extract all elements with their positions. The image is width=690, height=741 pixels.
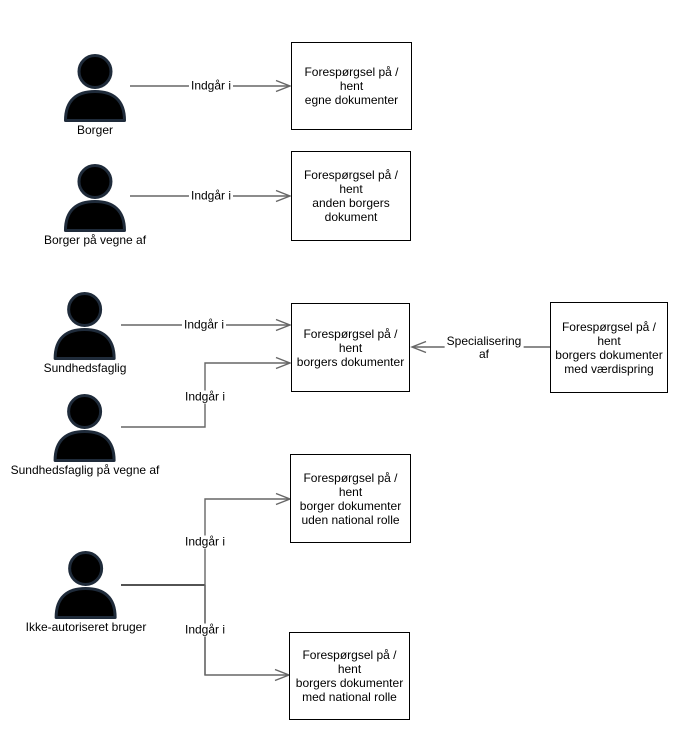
- edge-label-indgaar-i-5: Indgår i: [182, 534, 228, 549]
- edge-label-indgaar-i-6: Indgår i: [182, 622, 228, 637]
- usecase-box-uden-national-rolle[interactable]: Forespørgsel på / hent borger dokumenter…: [290, 454, 411, 543]
- usecase-box-borgers-dokumenter[interactable]: Forespørgsel på / hent borgers dokumente…: [291, 303, 410, 392]
- arrowhead-right-icon: [275, 356, 292, 370]
- edge-label-indgaar-i-1: Indgår i: [188, 78, 234, 93]
- actor-label: Sundhedsfaglig: [43, 361, 127, 375]
- person-icon: [53, 394, 116, 462]
- usecase-box-med-national-rolle[interactable]: Forespørgsel på / hent borgers dokumente…: [289, 632, 410, 720]
- edge-label-indgaar-i-2: Indgår i: [188, 188, 234, 203]
- actor-label: Ikke-autoriseret bruger: [25, 620, 147, 634]
- usecase-label: Forespørgsel på / hent borgers dokumente…: [296, 326, 405, 369]
- edge-ikke-autoriseret-uden[interactable]: [204, 498, 289, 675]
- actor-borger-paa-vegne-af[interactable]: Borger på vegne af: [44, 162, 146, 247]
- arrowhead-left-icon: [410, 340, 427, 354]
- actor-sundhedsfaglig[interactable]: Sundhedsfaglig: [43, 290, 127, 375]
- person-icon: [54, 551, 117, 619]
- actor-label: Borger på vegne af: [43, 233, 147, 247]
- usecase-label: Forespørgsel på / hent egne dokumenter: [304, 65, 399, 107]
- person-icon: [53, 292, 116, 360]
- edge-label-specialisering-af: Specialisering af: [444, 334, 524, 361]
- person-icon: [63, 164, 126, 232]
- usecase-label: Forespørgsel på / hent borgers dokumente…: [295, 648, 404, 704]
- usecase-label: Forespørgsel på / hent borger dokumenter…: [299, 470, 402, 527]
- usecase-box-egne-dokumenter[interactable]: Forespørgsel på / hent egne dokumenter: [291, 42, 412, 130]
- usecase-label: Forespørgsel på / hent borgers dokumente…: [555, 319, 663, 376]
- actor-sundhedsfaglig-paa-vegne-af[interactable]: Sundhedsfaglig på vegne af: [10, 392, 160, 477]
- arrowhead-right-icon: [275, 189, 292, 203]
- arrowhead-right-icon: [275, 318, 292, 332]
- actor-ikke-autoriseret-bruger[interactable]: Ikke-autoriseret bruger: [25, 549, 147, 634]
- usecase-box-med-vaerdispring[interactable]: Forespørgsel på / hent borgers dokumente…: [550, 302, 668, 393]
- person-icon: [64, 54, 126, 122]
- actor-label: Borger: [76, 123, 114, 137]
- edge-label-indgaar-i-3: Indgår i: [181, 317, 227, 332]
- edge-ikke-autoriseret-med[interactable]: [204, 585, 288, 676]
- actor-borger[interactable]: Borger: [63, 52, 127, 137]
- usecase-label: Forespørgsel på / hent anden borgers dok…: [303, 168, 399, 224]
- arrowhead-right-icon: [275, 79, 292, 93]
- edge-label-indgaar-i-4: Indgår i: [182, 389, 228, 404]
- actor-label: Sundhedsfaglig på vegne af: [10, 463, 160, 477]
- usecase-box-anden-borgers-dokument[interactable]: Forespørgsel på / hent anden borgers dok…: [291, 151, 411, 241]
